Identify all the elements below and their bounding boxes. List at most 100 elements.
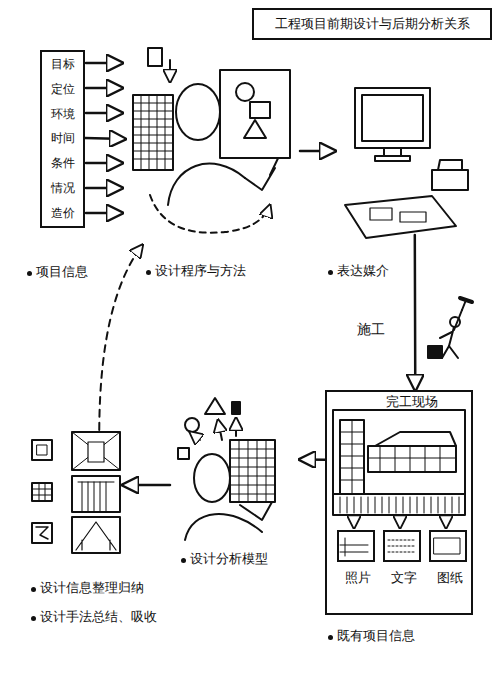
designer-figure-stroke [245, 168, 275, 190]
site-photo-box: 完工现场既有项目信息照片文字图纸 [325, 390, 473, 615]
node-text: 设计分析模型 [190, 551, 320, 567]
computer-figure-stroke [345, 196, 456, 238]
site-photo-stroke [368, 446, 456, 472]
computer-figure-stroke [400, 212, 426, 222]
designer-figure-stroke [220, 70, 290, 158]
worker-figure-stroke [449, 346, 458, 358]
info-tiles-stroke [88, 442, 104, 462]
info-tiles-stroke [72, 476, 120, 512]
computer-figure-stroke [432, 170, 468, 190]
designer-figure-stroke [244, 120, 266, 138]
info-list-box: 目标定位环境时间条件情况造价项目信息 [40, 50, 85, 228]
info-tiles-stroke [78, 482, 114, 512]
info-tiles-group: 设计信息整理归纳设计手法总结、吸收 [28, 430, 123, 555]
worker-figure-stroke [440, 332, 452, 338]
node-text: 表达媒介 [337, 263, 427, 279]
flow-arrow [85, 138, 125, 139]
analysis-figure-stroke [235, 418, 237, 436]
node-text: 项目信息 [36, 264, 146, 280]
site-photo-stroke [340, 497, 459, 513]
analysis-figure-stroke [185, 418, 199, 432]
info-tiles-stroke [76, 522, 116, 550]
list-arrows [86, 63, 122, 213]
worker-figure-stroke [454, 310, 462, 330]
node-text: 条件 [51, 156, 75, 171]
worker-figure-stroke [428, 346, 442, 358]
list-arrows-stroke [86, 212, 122, 215]
list-arrows-stroke [86, 187, 122, 190]
node-text: 造价 [51, 206, 75, 221]
info-tiles-stroke [32, 523, 52, 543]
info-tiles-stroke [37, 445, 47, 455]
site-photo-stroke [333, 410, 465, 515]
computer-figure-stroke [438, 160, 462, 170]
site-photo-stroke [399, 517, 401, 528]
info-tiles-stroke [36, 527, 48, 539]
flow-arrow [123, 484, 170, 487]
designer-figure-stroke [133, 95, 173, 170]
flow-arrow [300, 150, 335, 153]
designer-figure-stroke [150, 195, 270, 233]
site-photo-stroke [434, 538, 460, 554]
info-tiles-stroke [32, 483, 52, 501]
design-process-figure: 设计程序与方法 [125, 45, 300, 245]
designer-figure-stroke [168, 164, 245, 205]
computer-figure-stroke [355, 88, 430, 148]
list-arrows-stroke [86, 87, 122, 90]
node-text: 设计信息整理归纳 [40, 580, 240, 596]
node-text: 定位 [51, 82, 75, 97]
list-arrows-stroke [86, 162, 122, 165]
site-photo-stroke [388, 540, 414, 552]
site-photo-stroke [340, 538, 368, 556]
bullet-dot [328, 635, 333, 640]
computer-figure-stroke [370, 208, 392, 220]
photo-thumb: 照片 [337, 530, 375, 562]
info-tiles-stroke [72, 432, 120, 470]
site-photo-stroke [340, 420, 364, 494]
flow-arrow [300, 458, 325, 461]
site-photo-stroke [445, 517, 447, 528]
worker-figure-stroke [460, 298, 472, 302]
site-photo-stroke [368, 446, 456, 472]
list-arrows-stroke [86, 112, 122, 115]
designer-figure [133, 48, 290, 233]
computer-figure [345, 88, 468, 238]
analysis-figure-stroke [232, 402, 240, 414]
designer-figure-stroke [133, 95, 173, 170]
info-tiles-stroke [72, 432, 120, 470]
info-tiles-stroke [32, 483, 52, 501]
info-tiles [32, 432, 120, 553]
designer-figure-stroke [148, 48, 162, 66]
computer-figure-stroke [375, 156, 410, 161]
text-thumb: 文字 [383, 530, 421, 562]
info-tiles-stroke [32, 440, 52, 460]
designer-figure-stroke [176, 84, 220, 140]
analysis-figure [178, 398, 275, 540]
node-text: 目标 [51, 57, 75, 72]
analysis-figure-stroke [190, 432, 200, 440]
worker-figure [428, 298, 472, 358]
analysis-figure-stroke [178, 448, 189, 459]
site-photo-stroke [333, 493, 465, 495]
computer-figure-stroke [362, 95, 423, 141]
feedback-arrow [99, 245, 142, 430]
node-text: 文字 [379, 570, 429, 586]
node-text: 图纸 [425, 570, 475, 586]
node-text: 既有项目信息 [337, 628, 487, 644]
designer-figure-stroke [250, 102, 270, 118]
node-text: 时间 [51, 131, 75, 146]
designer-figure-stroke [169, 60, 171, 82]
bullet-dot [181, 558, 186, 563]
node-text: 照片 [333, 570, 383, 586]
analysis-figure-stroke [194, 454, 230, 502]
worker-figure-stroke [442, 346, 449, 358]
node-text: 设计程序与方法 [155, 263, 315, 279]
designer-figure-stroke [236, 83, 254, 101]
site-photo [333, 410, 465, 556]
list-arrows-stroke [86, 62, 122, 65]
analysis-figure-stroke [230, 440, 275, 502]
analysis-figure-stroke [185, 514, 262, 540]
computer-figure-stroke [384, 148, 401, 156]
bullet-dot [31, 616, 36, 621]
